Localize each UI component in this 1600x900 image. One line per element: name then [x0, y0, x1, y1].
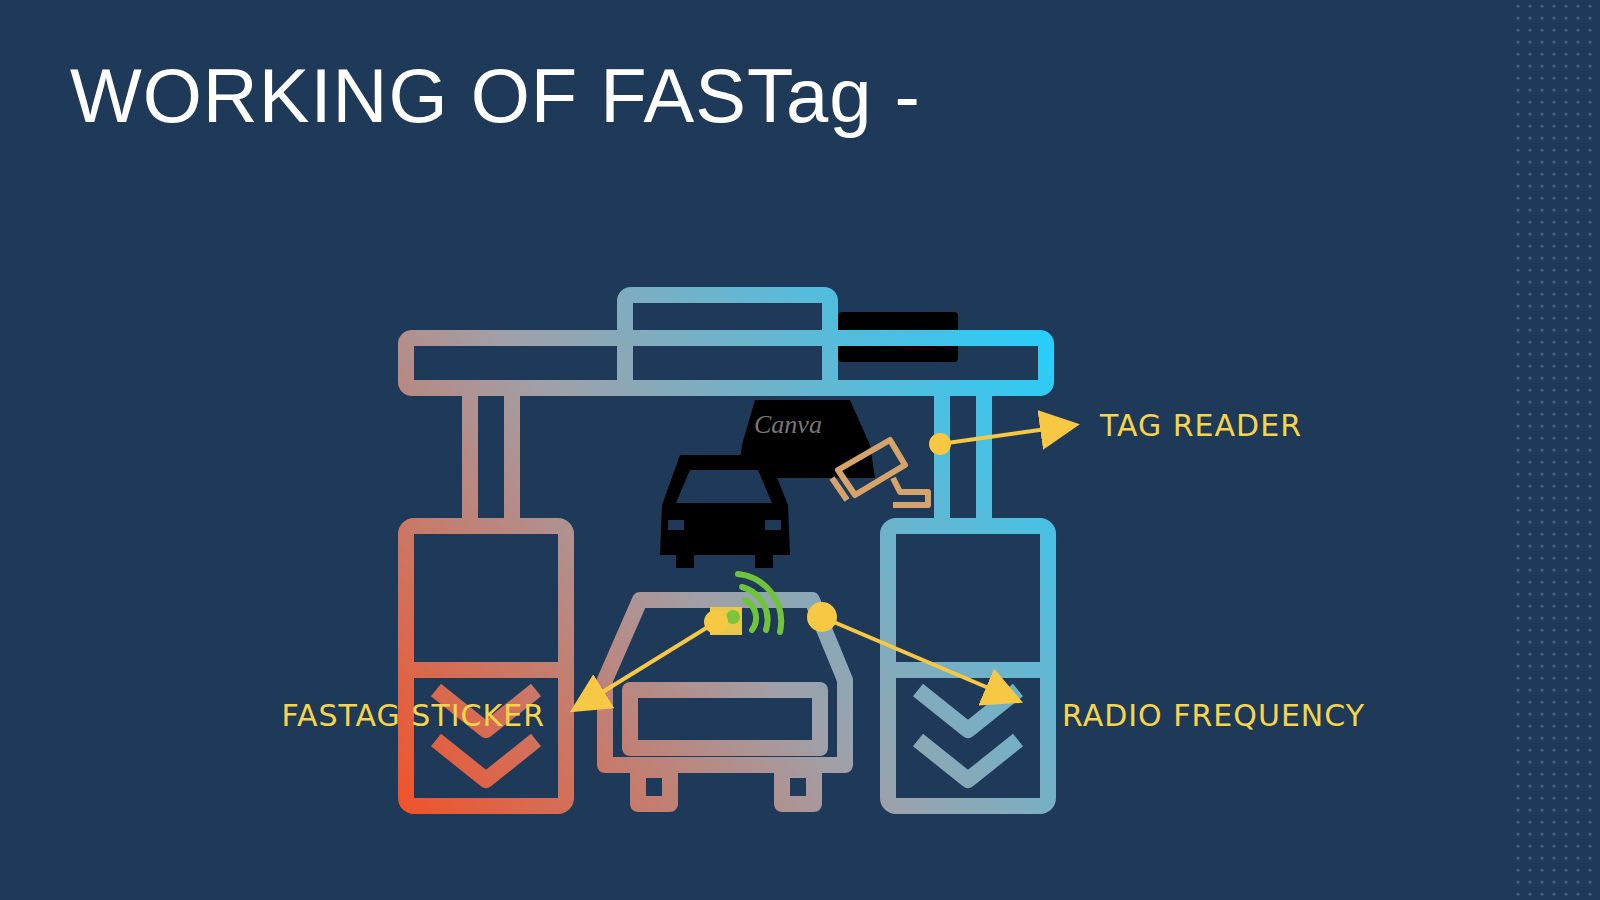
callout-label: TAG READER	[1100, 408, 1302, 443]
callout-label: RADIO FREQUENCY	[1062, 698, 1365, 733]
leader-lines	[580, 426, 1068, 706]
dot-texture	[1508, 0, 1600, 900]
callout-label: FASTAG STICKER	[282, 698, 545, 733]
slide-title: WORKING OF FASTag -	[70, 52, 921, 139]
radio-waves	[738, 574, 781, 632]
tag-reader-icon	[832, 440, 928, 505]
watermark: Canva	[754, 410, 822, 440]
